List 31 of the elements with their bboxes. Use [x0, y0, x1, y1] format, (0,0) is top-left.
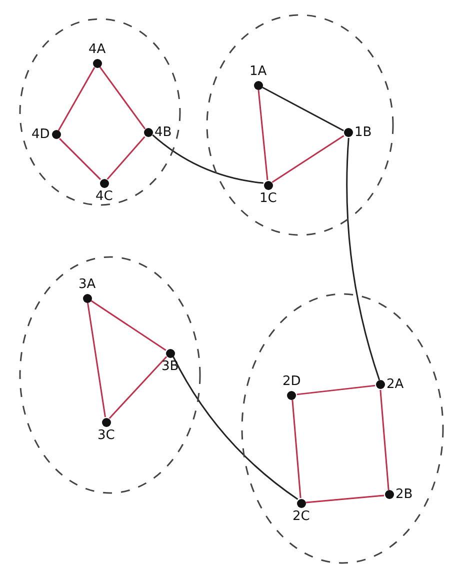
connector-line	[87, 302, 106, 418]
vertex-label: 2B	[396, 488, 413, 502]
connector-line	[258, 90, 268, 180]
connector-line	[108, 356, 168, 419]
connector-line	[58, 66, 96, 132]
vertex-label: 1A	[250, 64, 267, 78]
vertex-label: 2A	[386, 378, 404, 392]
vertex-label: 1B	[354, 126, 372, 140]
connector-line	[380, 390, 390, 490]
connector-line	[106, 136, 146, 180]
connector-line	[172, 356, 298, 500]
connector-line	[346, 138, 380, 380]
vertex-label: 3B	[162, 360, 179, 374]
connector-line	[292, 400, 302, 498]
vertex-label: 2C	[292, 510, 310, 524]
connector-line	[152, 134, 264, 184]
connector-line	[306, 494, 384, 504]
vertex-label: 4D	[32, 128, 50, 142]
vertex-label: 2D	[282, 374, 301, 388]
vertex-label: 4C	[96, 190, 113, 204]
connector-line	[272, 135, 344, 183]
vertex-label: 4B	[154, 126, 172, 140]
connector-line	[296, 384, 376, 396]
connector-line	[90, 300, 166, 351]
connector-line	[262, 86, 344, 132]
vertex-label: 3A	[78, 278, 96, 292]
connector-line	[99, 66, 146, 130]
vertex-label: 3C	[98, 428, 115, 442]
connector-line	[59, 138, 101, 180]
vertex-label: 1C	[260, 192, 277, 206]
vertex-label: 4A	[88, 42, 106, 56]
